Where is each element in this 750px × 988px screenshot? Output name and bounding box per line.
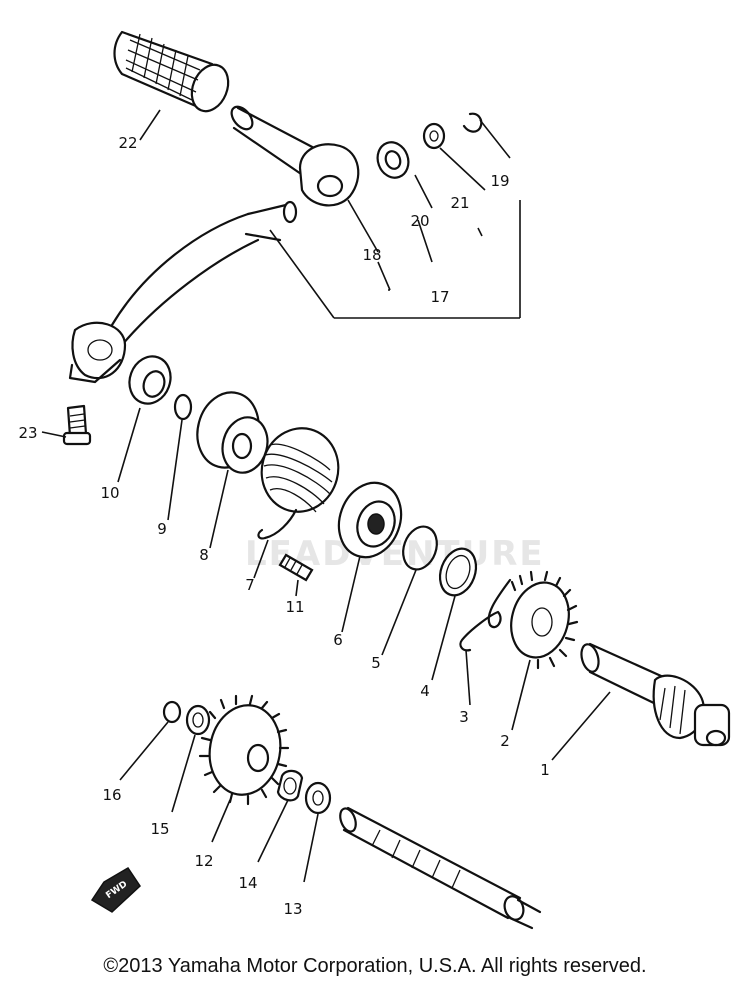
callout-2: 2 [500, 732, 510, 750]
part-circlip-19[interactable] [462, 112, 483, 133]
part-oil-seal-10[interactable] [123, 351, 177, 410]
part-washer-13[interactable] [304, 781, 332, 815]
part-kick-spring[interactable] [252, 420, 347, 540]
part-pin-11[interactable] [278, 553, 314, 582]
callout-19: 19 [490, 172, 509, 190]
fwd-arrow-icon: FWD [90, 866, 141, 913]
callout-7: 7 [245, 576, 255, 594]
callout-15: 15 [150, 820, 169, 838]
leader-lines [41, 109, 611, 883]
part-kick-grip[interactable] [113, 30, 235, 117]
callout-17: 17 [430, 288, 449, 306]
callout-5: 5 [371, 654, 381, 672]
part-main-axle[interactable] [337, 806, 542, 930]
callout-6: 6 [333, 631, 343, 649]
copyright-notice: ©2013 Yamaha Motor Corporation, U.S.A. A… [103, 955, 647, 977]
callout-14: 14 [238, 874, 257, 892]
callout-13: 13 [283, 900, 302, 918]
callout-11: 11 [285, 598, 304, 616]
callout-16: 16 [102, 786, 121, 804]
part-idle-gear-12[interactable] [198, 694, 290, 806]
part-spring-guide[interactable] [189, 386, 273, 478]
part-kick-lever-upper[interactable] [228, 103, 360, 207]
callout-23: 23 [18, 424, 37, 442]
callout-21: 21 [450, 194, 469, 212]
part-bolt-23[interactable] [62, 404, 92, 446]
part-washer-15[interactable] [185, 704, 211, 736]
callout-9: 9 [157, 520, 167, 538]
part-kick-gear-2[interactable] [503, 570, 579, 670]
part-clip-3[interactable] [459, 578, 512, 652]
part-circlip-5[interactable] [397, 522, 442, 574]
callout-1: 1 [540, 761, 550, 779]
part-bushing[interactable] [373, 138, 414, 182]
part-circlip-9[interactable] [173, 393, 193, 421]
part-ratchet-6[interactable] [329, 474, 411, 566]
callout-8: 8 [199, 546, 209, 564]
callout-22: 22 [118, 134, 137, 152]
part-kick-crank[interactable] [68, 200, 298, 384]
part-washer-4[interactable] [434, 544, 482, 601]
callout-labels: 1 2 3 4 5 6 7 8 9 10 11 12 13 14 15 16 1… [18, 134, 549, 918]
callout-10: 10 [100, 484, 119, 502]
callout-3: 3 [459, 708, 469, 726]
callout-4: 4 [420, 682, 430, 700]
callout-12: 12 [194, 852, 213, 870]
part-bushing-14[interactable] [276, 769, 304, 802]
part-circlip-16[interactable] [162, 700, 182, 724]
part-washer-21[interactable] [422, 122, 446, 150]
callout-20: 20 [410, 212, 429, 230]
part-kick-axle-1[interactable] [579, 642, 731, 747]
exploded-parts-diagram: LEADVENTURE [18, 30, 731, 930]
callout-18: 18 [362, 246, 381, 264]
